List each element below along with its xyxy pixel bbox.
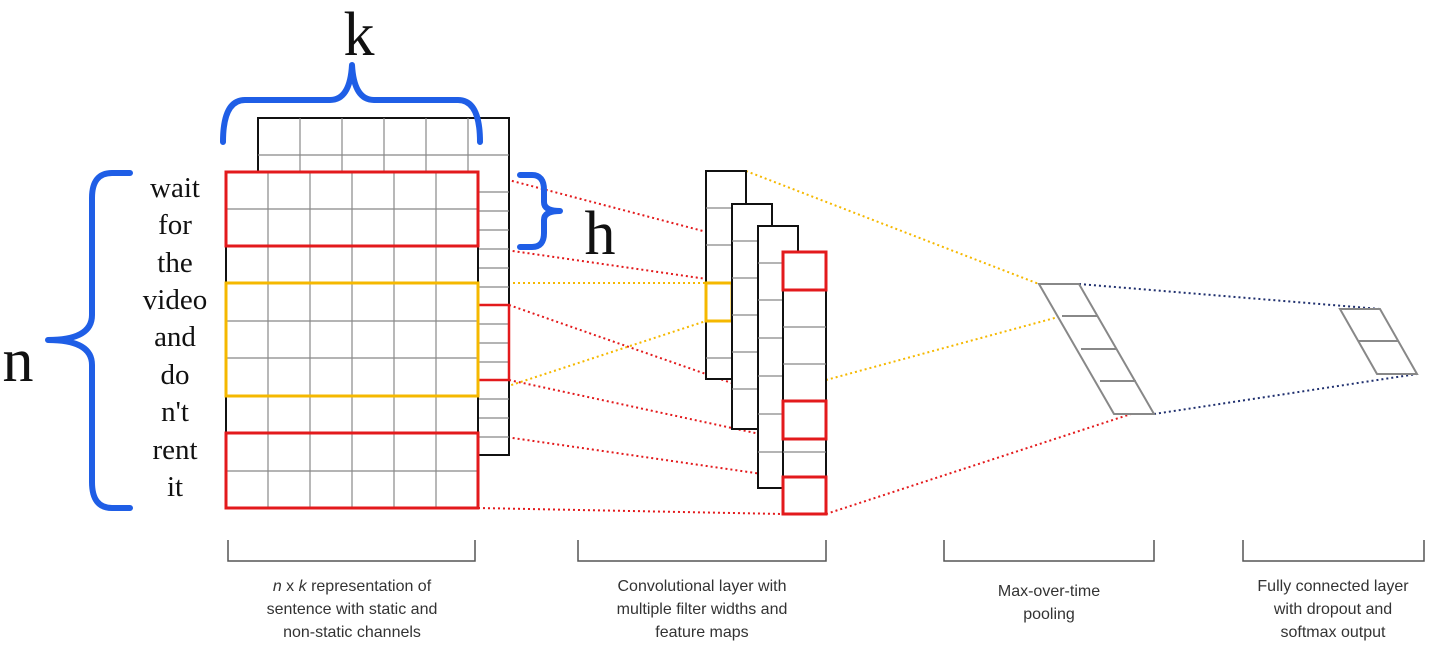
stage1-caption: n x k representation of sentence with st… [267, 578, 438, 641]
feature-cell-red-top [781, 250, 828, 292]
feature-map-4 [781, 250, 828, 516]
caption-n: n [273, 578, 282, 595]
caption-line: sentence with static and [267, 601, 438, 618]
caption-k: k [299, 578, 308, 595]
n-dimension-label: n [3, 327, 34, 395]
word-label: rent [152, 434, 197, 466]
n-brace [45, 170, 133, 511]
caption-line: with dropout and [1273, 601, 1392, 618]
h-brace [517, 172, 563, 250]
connection-lines [477, 170, 1418, 515]
svg-text:n x k representation of: n x k representation of [273, 578, 432, 595]
caption-line: multiple filter widths and [617, 601, 788, 618]
word-label: do [161, 359, 190, 391]
word-label: the [157, 247, 192, 279]
caption-line: pooling [1023, 606, 1075, 623]
word-label: it [167, 471, 183, 503]
caption-line: feature maps [655, 624, 748, 641]
caption-x: x [282, 578, 299, 595]
yellow-link-line [745, 170, 1040, 285]
red-link-line [825, 413, 1132, 515]
word-label: and [154, 321, 196, 353]
navy-link-line [1078, 283, 1381, 310]
stage1-bracket [227, 540, 476, 562]
k-brace [220, 62, 483, 145]
filter-window-red-bottom [224, 431, 480, 510]
output-layer [1338, 308, 1419, 375]
feature-cell-red-middle [781, 399, 828, 441]
stage4-caption: Fully connected layer with dropout and s… [1257, 578, 1409, 641]
red-link-line [508, 379, 784, 440]
k-dimension-label: k [344, 1, 375, 69]
caption-line: Convolutional layer with [618, 578, 787, 595]
caption-line: Max-over-time [998, 583, 1100, 600]
stage2-caption: Convolutional layer with multiple filter… [617, 578, 788, 641]
caption-rest: representation of [307, 578, 432, 595]
stage3-bracket [943, 540, 1155, 562]
matrix-front-channel [224, 170, 480, 510]
pooling-vector [1037, 283, 1156, 415]
h-dimension-label: h [585, 200, 616, 268]
caption-line: Fully connected layer [1257, 578, 1409, 595]
feature-maps [704, 170, 828, 516]
caption-line: non-static channels [283, 624, 421, 641]
red-link-line [477, 432, 784, 478]
word-label: wait [150, 172, 200, 204]
caption-line: softmax output [1281, 624, 1387, 641]
word-label: video [143, 284, 207, 316]
word-label: n't [161, 396, 189, 428]
stage3-caption: Max-over-time pooling [998, 583, 1100, 623]
yellow-link-line [825, 315, 1063, 381]
filter-window-red-top [224, 170, 480, 248]
dimension-braces [45, 62, 563, 511]
navy-link-line [1153, 373, 1418, 415]
stage4-bracket [1242, 540, 1425, 562]
stage-brackets [227, 540, 1425, 562]
filter-window-yellow [224, 281, 480, 398]
sentence-matrix: wait for the video and do n't rent it [143, 117, 511, 510]
word-list: wait for the video and do n't rent it [143, 172, 207, 503]
word-label: for [158, 209, 192, 241]
feature-cell-red-bottom [781, 475, 828, 516]
stage2-bracket [577, 540, 827, 562]
red-link-line [477, 507, 784, 515]
yellow-link-line [477, 320, 707, 397]
